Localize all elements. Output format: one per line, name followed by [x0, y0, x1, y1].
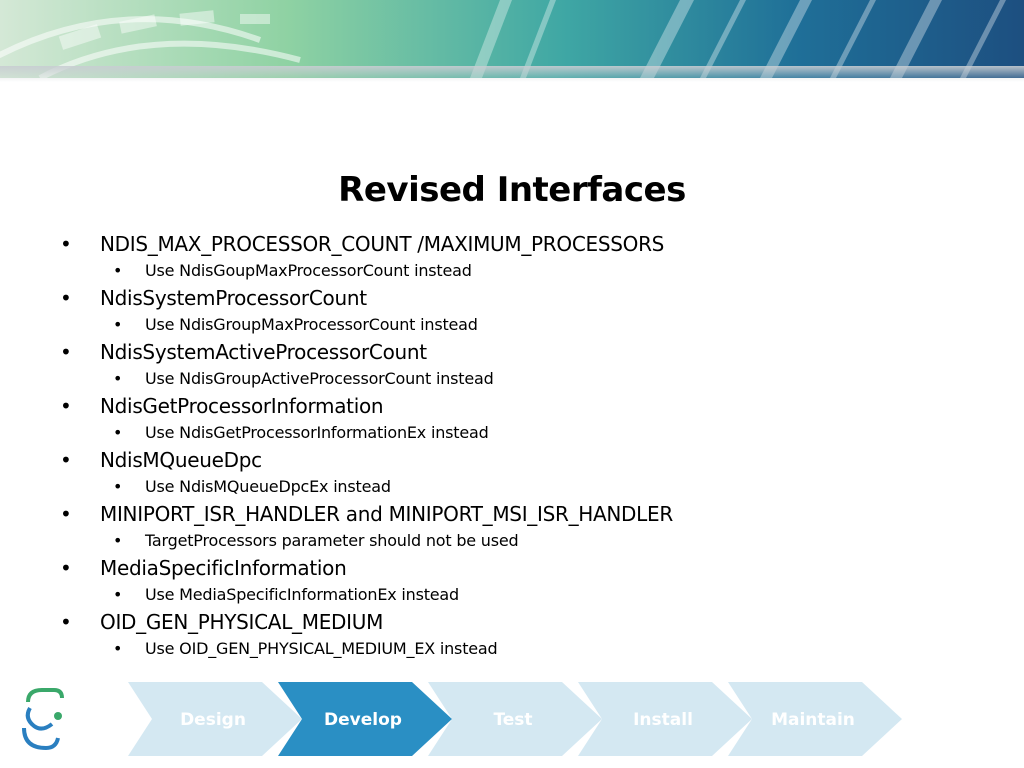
sub-bullet-text: Use NdisGoupMaxProcessorCount instead [145, 261, 472, 280]
banner-shadow [0, 66, 1024, 82]
step-label: Install [633, 710, 693, 730]
sub-bullet-text: Use NdisGroupActiveProcessorCount instea… [145, 369, 494, 388]
sub-bullet-text: Use MediaSpecificInformationEx instead [145, 585, 459, 604]
sub-bullet-icon: • [113, 261, 123, 280]
sub-bullet-icon: • [113, 369, 123, 388]
step-test: Test [428, 682, 602, 756]
sub-bullet-item: • TargetProcessors parameter should not b… [0, 528, 1024, 554]
bullet-text: MediaSpecificInformation [100, 556, 347, 580]
bullet-text: NdisSystemActiveProcessorCount [100, 340, 427, 364]
sub-bullet-text: TargetProcessors parameter should not be… [145, 531, 519, 550]
sub-bullet-icon: • [113, 531, 123, 550]
step-maintain: Maintain [728, 682, 902, 756]
step-arrow [278, 682, 452, 756]
bullet-icon: • [60, 448, 72, 472]
bullet-icon: • [60, 286, 72, 310]
sub-bullet-icon: • [113, 477, 123, 496]
step-label: Maintain [771, 710, 855, 730]
bullet-item: • NdisMQueueDpc [0, 446, 1024, 474]
slide-title: Revised Interfaces [338, 170, 686, 210]
bullet-icon: • [60, 340, 72, 364]
list-item: • NdisSystemActiveProcessorCount • Use Ndis… [0, 338, 1024, 392]
step-arrow [128, 682, 302, 756]
bullet-item: • NdisGetProcessorInformation [0, 392, 1024, 420]
bullet-item: • NdisSystemActiveProcessorCount [0, 338, 1024, 366]
banner-decoration [0, 0, 1006, 78]
bullet-text: MINIPORT_ISR_HANDLER and MINIPORT_MSI_IS… [100, 502, 673, 526]
sub-bullet-icon: • [113, 639, 123, 658]
bullet-icon: • [60, 394, 72, 418]
bullet-icon: • [60, 556, 72, 580]
bullet-item: • NDIS_MAX_PROCESSOR_COUNT /MAXIMUM_PROCE… [0, 230, 1024, 258]
sub-bullet-item: • Use NdisGoupMaxProcessorCount instead [0, 258, 1024, 284]
step-label: Develop [324, 710, 402, 730]
bullet-text: NdisGetProcessorInformation [100, 394, 384, 418]
step-arrow [428, 682, 602, 756]
sub-bullet-item: • Use MediaSpecificInformationEx instead [0, 582, 1024, 608]
sub-bullet-item: • Use NdisGroupMaxProcessorCount instead [0, 312, 1024, 338]
bullet-item: • MediaSpecificInformation [0, 554, 1024, 582]
step-arrow [728, 682, 902, 756]
list-item: • MINIPORT_ISR_HANDLER and MINIPORT_MSI_I… [0, 500, 1024, 554]
sub-bullet-item: • Use NdisMQueueDpcEx instead [0, 474, 1024, 500]
list-item: • MediaSpecificInformation • Use MediaSpeci… [0, 554, 1024, 608]
sub-bullet-icon: • [113, 423, 123, 442]
step-develop: Develop [278, 682, 452, 756]
list-item: • NdisMQueueDpc • Use NdisMQueueDpcEx inste… [0, 446, 1024, 500]
sub-bullet-item: • Use OID_GEN_PHYSICAL_MEDIUM_EX instead [0, 636, 1024, 662]
step-label: Test [493, 710, 532, 730]
sub-bullet-text: Use NdisGetProcessorInformationEx instea… [145, 423, 489, 442]
step-arrow [578, 682, 752, 756]
list-item: • NdisGetProcessorInformation • Use NdisGet… [0, 392, 1024, 446]
bullet-item: • OID_GEN_PHYSICAL_MEDIUM [0, 608, 1024, 636]
bullet-text: NdisSystemProcessorCount [100, 286, 367, 310]
bullet-icon: • [60, 502, 72, 526]
sub-bullet-text: Use NdisGroupMaxProcessorCount instead [145, 315, 478, 334]
bullet-item: • MINIPORT_ISR_HANDLER and MINIPORT_MSI_I… [0, 500, 1024, 528]
sub-bullet-item: • Use NdisGetProcessorInformationEx inste… [0, 420, 1024, 446]
step-label: Design [180, 710, 246, 730]
sub-bullet-item: • Use NdisGroupActiveProcessorCount inste… [0, 366, 1024, 392]
list-item: • OID_GEN_PHYSICAL_MEDIUM • Use OID_GEN_PHY… [0, 608, 1024, 662]
header-banner [0, 0, 1024, 78]
sub-bullet-icon: • [113, 315, 123, 334]
bullet-item: • NdisSystemProcessorCount [0, 284, 1024, 312]
bullet-text: NdisMQueueDpc [100, 448, 262, 472]
step-install: Install [578, 682, 752, 756]
bullet-icon: • [60, 232, 72, 256]
step-design: Design [128, 682, 302, 756]
sub-bullet-icon: • [113, 585, 123, 604]
list-item: • NDIS_MAX_PROCESSOR_COUNT /MAXIMUM_PROCE… [0, 230, 1024, 284]
bullet-text: NDIS_MAX_PROCESSOR_COUNT /MAXIMUM_PROCES… [100, 232, 665, 256]
bullet-text: OID_GEN_PHYSICAL_MEDIUM [100, 610, 384, 634]
lifecycle-footer: Maintain Install Test Design Develop [0, 672, 1024, 768]
sub-bullet-text: Use OID_GEN_PHYSICAL_MEDIUM_EX instead [145, 639, 498, 658]
logo-icon [22, 688, 64, 751]
lifecycle-arrows: Maintain Install Test Design Develop [22, 682, 902, 756]
bullet-list: • NDIS_MAX_PROCESSOR_COUNT /MAXIMUM_PROCE… [0, 230, 1024, 662]
list-item: • NdisSystemProcessorCount • Use NdisGroupM… [0, 284, 1024, 338]
bullet-icon: • [60, 610, 72, 634]
sub-bullet-text: Use NdisMQueueDpcEx instead [145, 477, 391, 496]
